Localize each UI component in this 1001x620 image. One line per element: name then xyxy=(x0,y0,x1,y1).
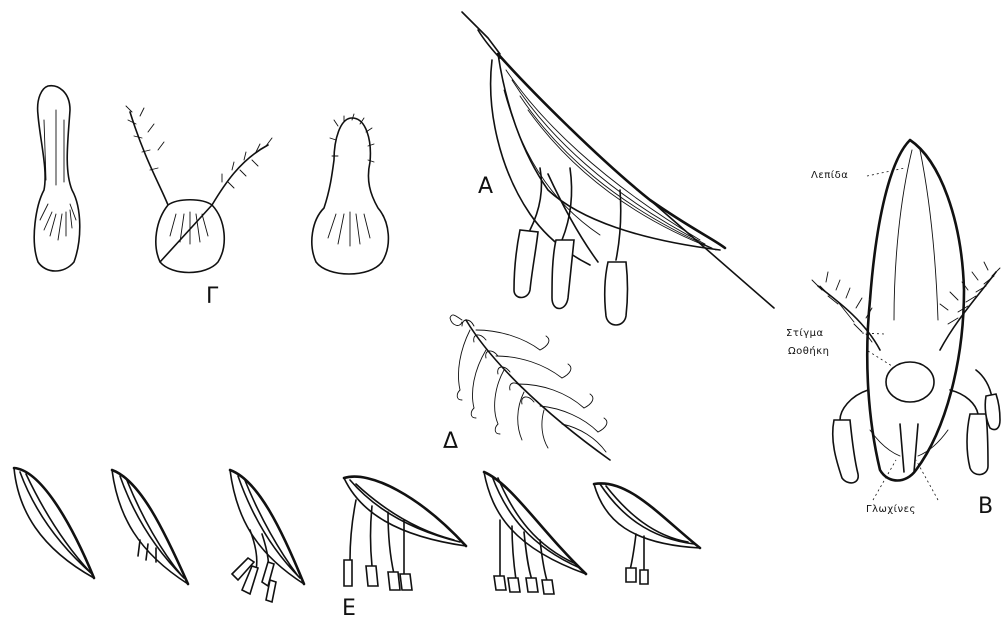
leader-lepida xyxy=(867,168,905,176)
panel-label-b: B xyxy=(978,494,993,519)
leader-stigma xyxy=(862,333,884,334)
callout-glochines: Γλωχίνες xyxy=(866,503,916,515)
callout-oothiki: Ωοθήκη xyxy=(788,345,829,357)
panel-label-d: Δ xyxy=(443,429,458,454)
panel-e-sequence xyxy=(14,468,700,602)
spikelet-stage-3 xyxy=(230,470,304,602)
panel-b-floret xyxy=(812,140,1000,483)
spikelet-stage-2 xyxy=(112,470,188,584)
panel-a-spikelet xyxy=(462,12,774,325)
panel-d-panicle xyxy=(450,315,610,460)
panel-label-e: E xyxy=(342,596,356,620)
callout-lepida: Λεπίδα xyxy=(811,169,848,181)
callout-stigma: Στίγμα xyxy=(786,327,824,339)
spikelet-stage-5 xyxy=(484,472,586,594)
spikelet-stage-1 xyxy=(14,468,94,578)
pistil-1 xyxy=(34,86,80,271)
spikelet-stage-6 xyxy=(594,483,700,584)
pistil-2 xyxy=(126,106,272,273)
spikelet-stage-4 xyxy=(344,477,466,590)
panel-label-g: Γ xyxy=(206,284,219,309)
panel-label-a: A xyxy=(478,174,493,199)
leader-oothiki xyxy=(868,351,892,366)
panel-g-pistils xyxy=(34,86,388,274)
pistil-3 xyxy=(312,114,389,274)
